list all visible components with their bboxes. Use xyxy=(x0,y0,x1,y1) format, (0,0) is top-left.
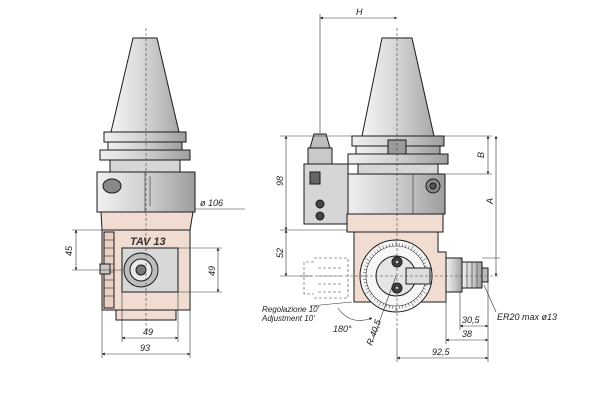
dim-A: A xyxy=(485,198,495,205)
dial-tick xyxy=(365,290,371,294)
dial-tick xyxy=(401,305,404,309)
dial-tick xyxy=(376,249,379,252)
dial-tick xyxy=(407,303,410,307)
dial-tick xyxy=(415,298,419,301)
dim-49-right: 49 xyxy=(207,266,217,276)
left-view: TAV 13 ø 106 45 49 49 93 xyxy=(64,28,245,358)
dim-H: H xyxy=(356,7,363,17)
dial-tick xyxy=(388,243,391,247)
dial-tick xyxy=(363,268,367,271)
dial-tick xyxy=(388,305,391,309)
dial-tick xyxy=(363,281,367,284)
stop-block-top xyxy=(307,147,333,165)
label-regolazione: Regolazione 10' xyxy=(262,305,320,314)
dim-93: 93 xyxy=(140,343,150,353)
dim-B: B xyxy=(476,152,486,158)
dial-tick xyxy=(378,245,382,251)
dial-tick xyxy=(405,244,407,248)
dial-tick xyxy=(424,265,428,267)
dim-30-5: 30,5 xyxy=(462,315,481,325)
dial-tick xyxy=(378,301,382,307)
label-collet: ER20 max ø13 xyxy=(497,312,557,322)
dial-tick xyxy=(423,262,427,265)
dial-tick xyxy=(385,304,387,308)
dim-radius: R 40,5 xyxy=(364,317,383,346)
dial-tick xyxy=(420,293,423,296)
dial-tick xyxy=(373,298,377,301)
dial-tick xyxy=(365,287,369,290)
dial-tick xyxy=(410,245,414,251)
left-flange-1 xyxy=(103,131,187,143)
left-head xyxy=(100,211,194,231)
dial-tick xyxy=(423,287,427,290)
dial-tick xyxy=(382,303,385,307)
right-taper xyxy=(361,37,435,137)
left-taper xyxy=(110,37,180,133)
dim-49-bottom: 49 xyxy=(143,327,153,337)
dial-tick xyxy=(421,258,427,262)
dial-tick xyxy=(424,285,428,287)
dial-tick xyxy=(405,304,407,308)
dial-tick xyxy=(382,245,385,249)
ghost-position xyxy=(303,257,349,299)
dial-tick xyxy=(401,243,404,247)
dial-tick xyxy=(413,249,416,252)
dial-tick xyxy=(413,300,416,303)
dim-92-5: 92,5 xyxy=(432,347,451,357)
dial-tick xyxy=(407,245,410,249)
dial-tick xyxy=(376,300,379,303)
collet-body xyxy=(445,257,463,293)
collet-tip xyxy=(481,267,489,283)
left-drive-key xyxy=(102,178,122,194)
dim-52: 52 xyxy=(275,248,285,258)
dial-tick xyxy=(410,301,414,307)
dial-tick xyxy=(418,253,421,257)
dim-98: 98 xyxy=(275,176,285,186)
left-flange-2 xyxy=(107,141,183,151)
dial-tick xyxy=(371,295,374,299)
dial-tick xyxy=(421,290,427,294)
dial-tick xyxy=(364,285,368,287)
dim-45: 45 xyxy=(64,245,74,256)
dial-tick xyxy=(415,251,419,254)
right-view: H B A 98 52 Regolazione 10' Adjustment 1… xyxy=(261,7,557,362)
right-head xyxy=(346,213,444,233)
dial-ticks xyxy=(361,241,431,311)
right-flange-4 xyxy=(357,163,439,175)
dial-tick xyxy=(369,293,372,296)
dial-tick xyxy=(385,244,387,248)
dial-tick xyxy=(420,256,423,259)
right-flange-3 xyxy=(347,153,449,165)
dial-tick xyxy=(373,251,377,254)
left-flange-4 xyxy=(109,159,181,173)
dim-38: 38 xyxy=(462,329,472,339)
label-adjustment: Adjustment 10' xyxy=(261,314,315,323)
dial-tick xyxy=(365,258,371,262)
tav-label: TAV 13 xyxy=(130,236,166,248)
dial-tick xyxy=(364,265,368,267)
dial-tick xyxy=(365,262,369,265)
dim-diameter-106: ø 106 xyxy=(200,198,223,208)
dial-tick xyxy=(369,256,372,259)
dim-angle-180: 180° xyxy=(333,324,352,334)
dial-tick xyxy=(418,295,421,299)
left-flange-3 xyxy=(99,149,191,161)
dial-tick xyxy=(371,253,374,257)
